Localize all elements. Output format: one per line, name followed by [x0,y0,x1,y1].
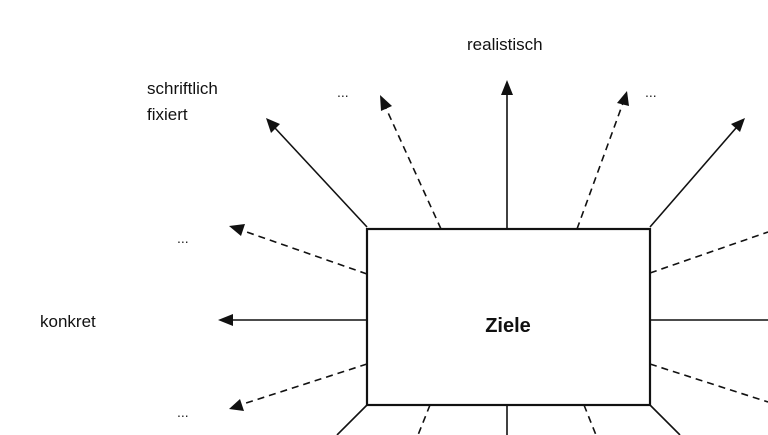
ellipsis-top-right: ... [645,84,657,100]
ellipsis-left-lower: ... [177,404,189,420]
arrowhead-top-right-corner [731,118,745,132]
label-konkret: konkret [40,312,96,331]
line-dashed-right-lower [649,363,768,403]
ellipsis-top-left: ... [337,84,349,100]
label-fixiert: fixiert [147,105,188,124]
arrowhead-schriftlich-fixiert [266,118,280,133]
line-bottom-left-corner [336,404,368,435]
arrow-top-right-corner [649,127,737,228]
line-dashed-bottom-right [583,404,597,435]
arrow-dashed-top-right [576,102,624,230]
center-box [365,227,652,407]
ellipsis-left-upper: ... [177,230,189,246]
line-bottom-right-corner [649,404,681,435]
arrow-dashed-left-lower [239,363,368,406]
center-label: Ziele [485,315,531,337]
arrowhead-dashed-left-lower [229,399,244,411]
line-dashed-bottom-left [417,404,431,435]
arrowhead-dashed-top-right [617,91,629,106]
arrow-schriftlich-fixiert [274,127,368,228]
label-schriftlich: schriftlich [147,79,218,98]
label-realistisch: realistisch [467,35,543,54]
arrowhead-realistisch [501,80,513,95]
arrow-dashed-top-left [384,105,442,230]
line-dashed-right-upper [649,231,768,274]
arrowhead-dashed-top-left [380,95,392,111]
arrowhead-dashed-left-upper [229,224,245,236]
arrow-dashed-left-upper [240,229,368,275]
arrowhead-konkret [218,314,233,326]
